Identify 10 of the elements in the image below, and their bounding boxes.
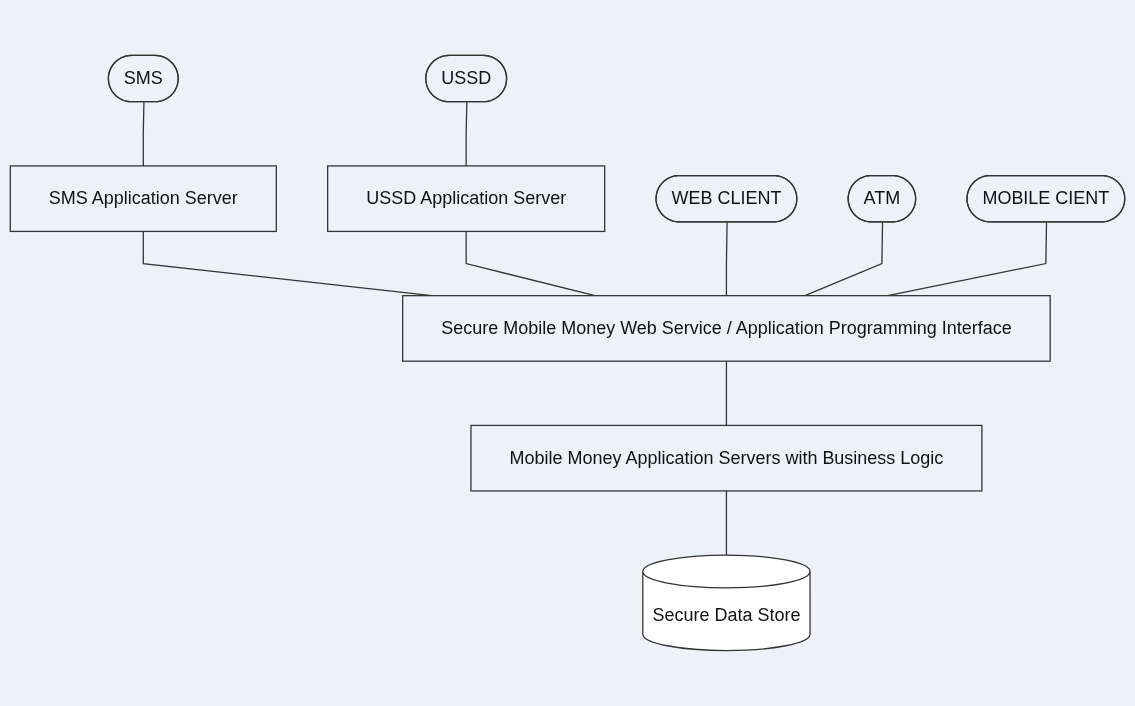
node-box: USSD Application Server	[327, 165, 606, 233]
connector	[804, 221, 884, 297]
node-box: Mobile Money Application Servers with Business Logic	[470, 424, 983, 492]
connector	[725, 221, 728, 297]
connector	[142, 101, 145, 167]
connector	[725, 490, 728, 556]
node-box: SMS Application Server	[9, 165, 277, 233]
connector	[465, 101, 468, 167]
node-box: Secure Mobile Money Web Service / Application Programming Interface	[402, 295, 1051, 362]
connector	[725, 360, 728, 427]
